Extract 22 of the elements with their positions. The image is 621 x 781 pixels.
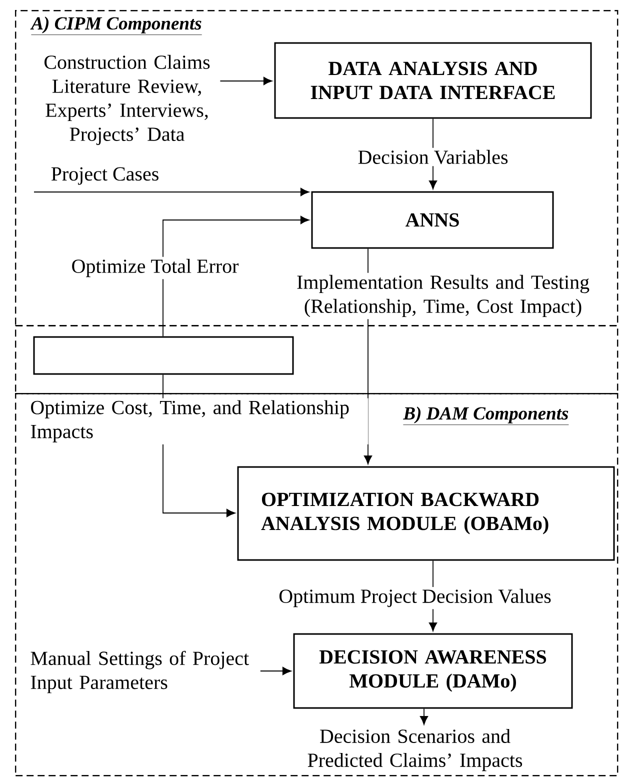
dashed-band: [15, 325, 618, 394]
edge-label: Optimum Project Decision Values: [276, 586, 554, 610]
edge-label: Project Cases: [48, 165, 162, 187]
edge-label: Optimize Total Error: [69, 256, 241, 280]
arrow: [162, 216, 310, 337]
output-text: Decision Scenarios and Predicted Claims’ Impacts: [308, 728, 522, 772]
edge-label: Decision Variables: [356, 148, 510, 166]
edge-label: Implementation Results and Testing (Relationship, Time, Cost Impact): [285, 272, 601, 320]
input-text: Manual Settings of Project Input Parameters: [30, 650, 249, 694]
process-box: [33, 336, 294, 375]
section-heading: A) CIPM Components: [30, 16, 202, 35]
arrow: [220, 76, 272, 86]
edge-label: Optimize Cost, Time, and Relationship Impacts: [28, 398, 368, 444]
section-heading: B) DAM Components: [403, 406, 569, 425]
process-box: DATA ANALYSIS AND INPUT DATA INTERFACE: [274, 42, 592, 119]
arrow: [260, 666, 292, 676]
process-box: DECISION AWARENESS MODULE (DAMo): [293, 633, 573, 709]
arrow: [34, 188, 310, 196]
process-box: OPTIMIZATION BACKWARD ANALYSIS MODULE (OBAMo): [237, 466, 615, 561]
process-box: ANNS: [311, 191, 554, 249]
arrow: [420, 708, 428, 725]
input-sources-text: Construction Claims Literature Review, Experts’ Interviews, Projects’ Data: [44, 54, 210, 146]
